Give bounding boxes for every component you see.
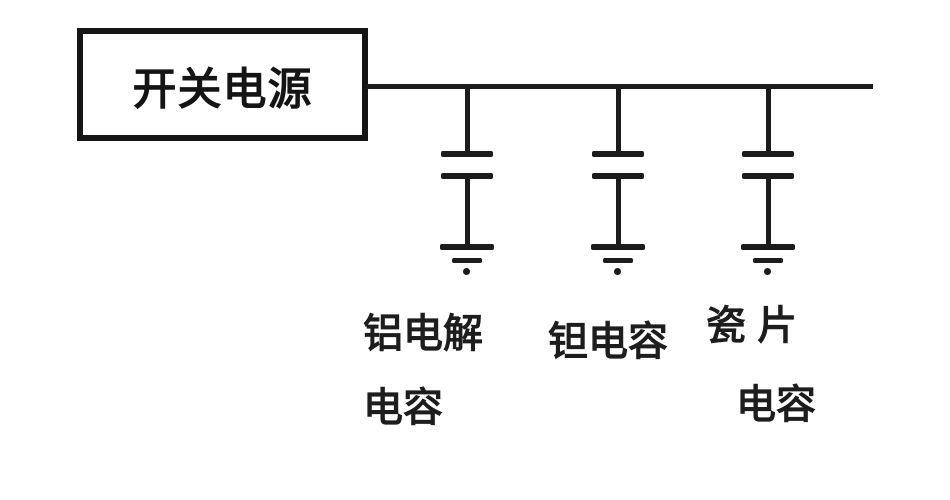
capacitor-plate-top bbox=[592, 151, 644, 157]
capacitor-plate-top bbox=[441, 151, 493, 157]
ground-bar-short bbox=[753, 258, 783, 263]
ground-bar-long bbox=[440, 244, 494, 250]
ground-dot bbox=[614, 268, 621, 275]
power-supply-box: 开关电源 bbox=[77, 28, 368, 141]
capacitor-top-wire bbox=[465, 84, 470, 154]
capacitor-label-line: 钽电容 bbox=[548, 320, 668, 364]
ground-bar-long bbox=[741, 244, 795, 250]
capacitor-label-line: 瓷 片 bbox=[706, 304, 798, 348]
capacitor-top-wire bbox=[616, 84, 621, 154]
power-supply-label: 开关电源 bbox=[132, 64, 313, 114]
capacitor-label: 钽电容 bbox=[548, 320, 668, 365]
capacitor-plate-bottom bbox=[592, 173, 644, 179]
capacitor-label-line: 电容 bbox=[736, 382, 816, 427]
capacitor-plate-top bbox=[742, 151, 794, 157]
ground-bar-short bbox=[603, 258, 633, 263]
capacitor-label-line: 电容 bbox=[363, 385, 443, 430]
capacitor-plate-bottom bbox=[742, 173, 794, 179]
capacitor-ground-wire bbox=[766, 178, 771, 248]
ground-bar-long bbox=[591, 244, 645, 250]
capacitor-ground-wire bbox=[465, 178, 470, 248]
capacitor-top-wire bbox=[766, 84, 771, 154]
capacitor-label-line: 铝电解 bbox=[363, 312, 483, 356]
capacitor-ground-wire bbox=[616, 178, 621, 248]
capacitor-label: 铝电解电容 bbox=[363, 312, 483, 431]
capacitor-label: 瓷 片电容 bbox=[706, 304, 816, 428]
ground-dot bbox=[463, 268, 470, 275]
capacitor-plate-bottom bbox=[441, 173, 493, 179]
ground-dot bbox=[764, 268, 771, 275]
ground-bar-short bbox=[452, 258, 482, 263]
